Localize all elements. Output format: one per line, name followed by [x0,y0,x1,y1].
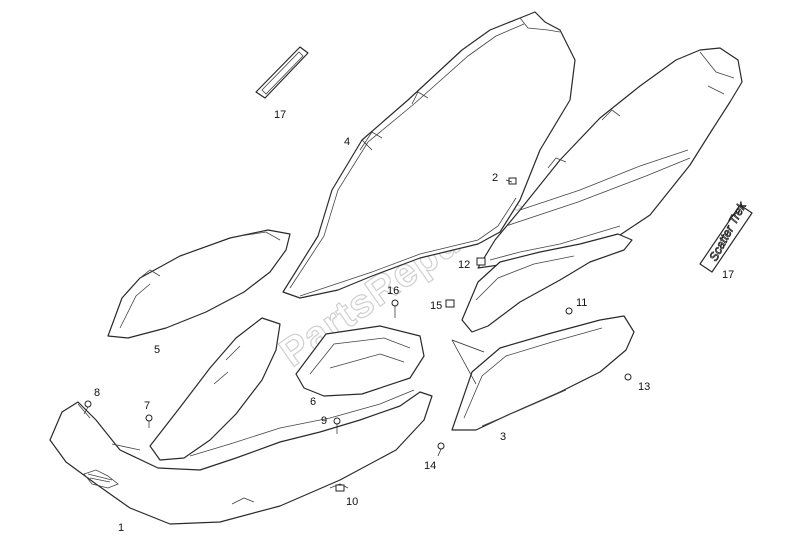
part-2-right-side-panel [477,47,743,269]
screw-14 [437,442,445,450]
part-6-bracket [295,325,425,397]
screw-16 [391,299,399,307]
hardware [83,177,632,492]
decal-logo-right: Scatter Trek [699,199,753,273]
callout-15: 15 [430,300,442,312]
part-1-floor-panel [49,317,433,525]
part-5-inner-cover [107,229,291,339]
screw-8 [84,400,92,408]
clip-15 [445,299,455,308]
clip-12 [476,257,486,266]
screw-7 [145,414,153,422]
callout-14: 14 [424,460,436,472]
decal-logo-text: Scatter Trek [706,199,749,263]
callout-11: 11 [576,297,587,309]
callout-16: 16 [387,285,399,297]
callout-1: 1 [118,522,124,534]
clip-10 [335,484,345,492]
callout-10: 10 [346,496,358,508]
callout-7: 7 [144,400,150,412]
callout-5: 5 [154,344,160,356]
part-2-lower-rear-piece [461,233,633,333]
callout-13: 13 [638,381,650,393]
screw-11 [565,307,573,315]
callout-6: 6 [310,396,316,408]
callout-17-sticker: 17 [274,109,286,121]
callout-8: 8 [94,387,100,399]
callouts: 1 2 3 4 5 6 7 8 9 10 11 12 13 14 15 16 1… [94,109,734,534]
part-3-right-lower-cover [451,315,635,431]
callout-17-logo: 17 [722,269,734,281]
callout-9: 9 [321,415,327,427]
decal-sticker-left [255,46,309,99]
callout-12: 12 [458,259,470,271]
callout-3: 3 [500,431,506,443]
screw-13 [624,373,632,381]
callout-4: 4 [344,136,350,148]
screw-9 [333,417,341,425]
part-4-left-side-panel [282,11,576,299]
callout-2: 2 [492,172,498,184]
leader-lines [361,139,513,385]
